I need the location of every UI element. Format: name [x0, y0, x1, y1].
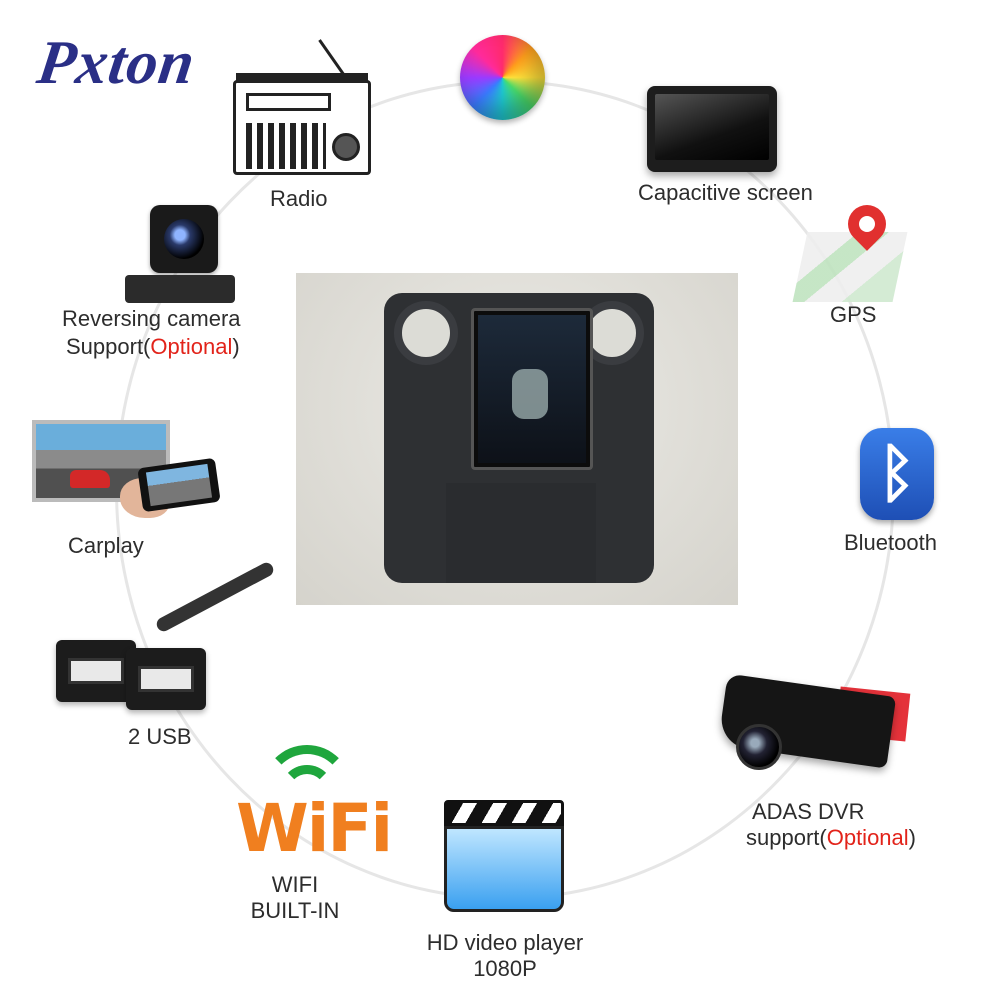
dvr-support-label: support(Optional) — [746, 825, 916, 850]
wifi-signal-icon — [262, 745, 352, 835]
optional-tag: Optional — [150, 334, 233, 359]
optional-tag: Optional — [826, 825, 909, 850]
usb-port-icon — [126, 648, 206, 710]
camera-bracket — [125, 275, 235, 303]
vertical-touchscreen — [471, 308, 593, 470]
usb-port-icon — [56, 640, 136, 702]
reversing-camera-support-label: Support(Optional) — [66, 334, 240, 359]
race-car-graphic — [70, 470, 110, 488]
map-icon — [792, 232, 908, 302]
video-player-label: HD video player 1080P — [426, 930, 584, 981]
usb-label: 2 USB — [128, 724, 192, 749]
radio-icon — [233, 73, 371, 175]
dvr-label: ADAS DVR — [752, 799, 865, 824]
clapperboard-icon — [444, 800, 564, 912]
gps-label: GPS — [830, 302, 877, 327]
carplay-label: Carplay — [68, 533, 144, 558]
camera-icon — [150, 205, 218, 273]
screen-icon — [647, 86, 777, 172]
wifi-label: WIFI BUILT-IN — [250, 872, 340, 923]
brand-logo: Pxton — [33, 29, 200, 97]
air-vent — [394, 301, 458, 365]
radio-label: Radio — [270, 186, 328, 211]
wifi-logo: WiFi — [236, 790, 393, 867]
dvr-lens — [736, 724, 782, 770]
color-ball-icon — [460, 35, 545, 120]
reversing-camera-label: Reversing camera — [62, 306, 241, 331]
capacitive-screen-label: Capacitive screen — [638, 180, 813, 205]
bluetooth-icon: ᛒ — [860, 428, 934, 520]
head-unit-photo — [296, 273, 738, 605]
bluetooth-label: Bluetooth — [844, 530, 937, 555]
